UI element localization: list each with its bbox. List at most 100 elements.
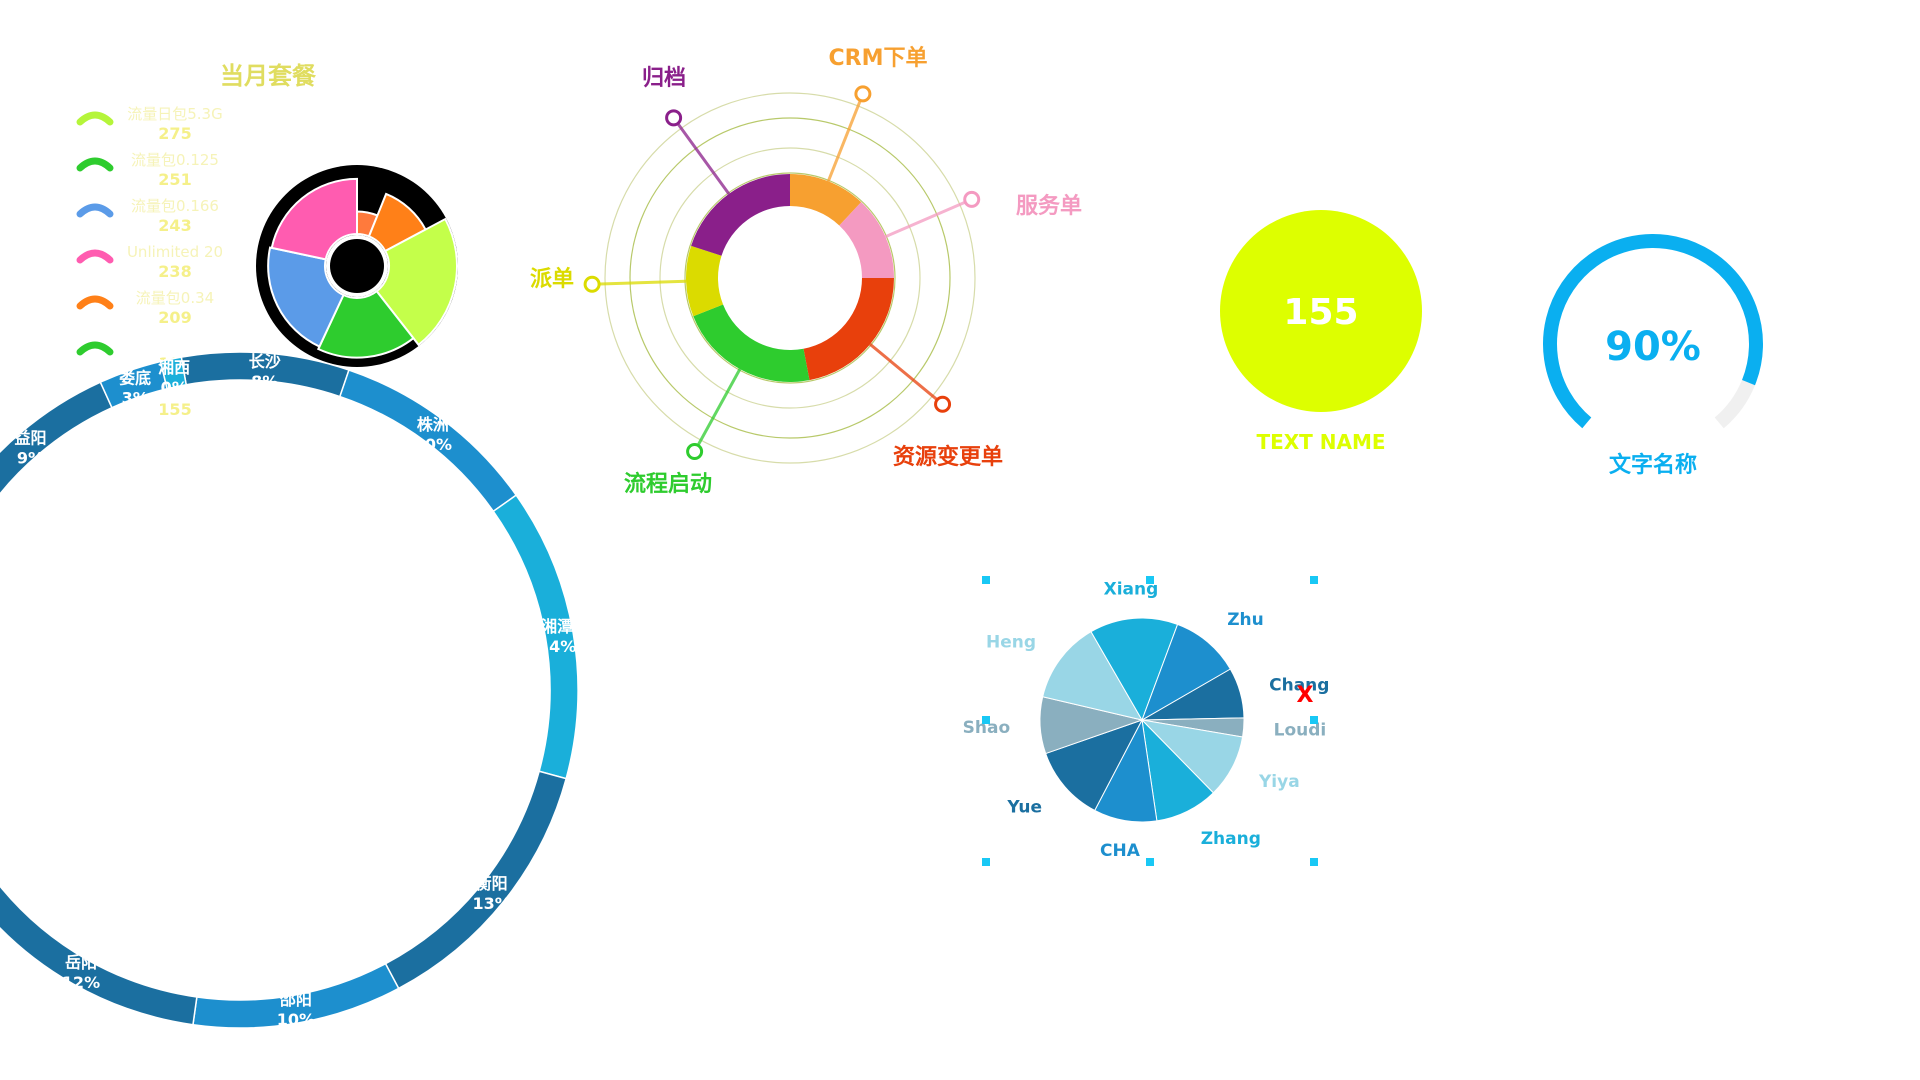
city-segment-label: 邵阳 <box>279 990 312 1009</box>
legend-item-value: 238 <box>158 262 191 281</box>
guide-ring <box>684 172 896 384</box>
leader-dot <box>686 443 704 461</box>
pie-slice <box>1141 623 1232 722</box>
pie-slice <box>1042 630 1144 721</box>
count-value: 155 <box>1283 292 1358 333</box>
leader-dot <box>854 85 872 103</box>
leader-line <box>672 116 731 195</box>
package-legend: 流量日包5.3G275流量包0.125251流量包0.166243Unlimit… <box>76 105 223 419</box>
resize-handle[interactable] <box>1146 576 1154 584</box>
guide-ring <box>604 92 976 464</box>
work-order-segment <box>790 174 862 226</box>
city-segment-label: 益阳 <box>14 429 46 448</box>
legend-item-name: 流量包0.34 <box>136 289 214 307</box>
work-order-label: CRM下单 <box>829 46 928 71</box>
legend-swatch <box>76 157 114 172</box>
legend-swatch <box>76 203 114 218</box>
pie-slice-label: Shao <box>963 718 1011 738</box>
pie-slice <box>1045 719 1144 812</box>
city-segment-percent: 14% <box>538 637 576 656</box>
work-order-segment <box>686 245 724 317</box>
selection-handles[interactable] <box>982 576 1318 866</box>
city-segment-percent: 12% <box>62 973 100 992</box>
city-segment-percent: 10% <box>414 435 452 454</box>
work-order-label: 派单 <box>530 267 574 292</box>
package-chart: 当月套餐 流量日包5.3G275流量包0.125251流量包0.166243Un… <box>76 62 458 419</box>
city-segment-percent: 0% <box>161 378 188 397</box>
pie-slice-label: Zhu <box>1227 610 1264 630</box>
legend-swatch <box>76 341 114 356</box>
percent-gauge-chart: 90% 文字名称 <box>1543 234 1763 478</box>
rose-wedge <box>375 217 458 347</box>
leader-line <box>592 279 687 286</box>
gauge-track <box>1714 379 1755 429</box>
gauge-fill <box>1543 234 1763 429</box>
count-circle <box>1220 210 1422 412</box>
legend-item-name: 流量包0.166 <box>131 197 219 215</box>
leader-dot <box>963 190 981 208</box>
count-circle-chart: 155 TEXT NAME <box>1220 210 1422 454</box>
pie-slice-label: Xiang <box>1104 579 1159 599</box>
work-order-segment <box>803 278 894 381</box>
leader-line <box>693 368 742 453</box>
pie-slice-label: Yiya <box>1258 772 1300 792</box>
resize-handle[interactable] <box>1310 858 1318 866</box>
legend-item-value: 209 <box>158 308 191 327</box>
city-segment-label: 岳阳 <box>65 953 97 972</box>
work-order-segment <box>691 174 790 256</box>
resize-handle[interactable] <box>1146 858 1154 866</box>
gauge-value: 90% <box>1605 324 1701 370</box>
legend-item-name: 流量日包5.3G <box>127 105 222 123</box>
pie-slice-label: CHA <box>1100 841 1141 861</box>
count-label: TEXT NAME <box>1256 430 1385 454</box>
work-order-label: 归档 <box>642 66 686 91</box>
resize-handle[interactable] <box>1310 576 1318 584</box>
city-ring-chart: 长沙8%株洲10%湘潭14%衡阳13%邵阳10%岳阳12%益阳9%娄底3%湘西0… <box>0 351 579 1029</box>
pie-slice-label: Yue <box>1006 797 1042 817</box>
legend-swatch <box>76 249 114 264</box>
leader-dot <box>934 395 952 413</box>
guide-ring <box>659 147 921 409</box>
leader-dot <box>665 109 683 127</box>
legend-item-value: 155 <box>158 400 191 419</box>
package-rose <box>256 165 458 367</box>
city-ring-segment <box>0 884 198 1026</box>
city-segment-percent: 9% <box>17 449 44 468</box>
city-segment-label: 湘潭 <box>541 617 573 636</box>
city-segment-label: 长沙 <box>249 352 281 371</box>
work-order-label: 资源变更单 <box>893 444 1003 470</box>
resize-handle[interactable] <box>982 858 990 866</box>
resize-handle[interactable] <box>982 716 990 724</box>
leader-line <box>884 197 973 239</box>
resize-handle[interactable] <box>1310 716 1318 724</box>
pie-slice <box>1090 617 1179 722</box>
work-order-label: 服务单 <box>1016 194 1082 219</box>
leader-dot <box>583 275 601 293</box>
leader-line <box>826 93 865 182</box>
legend-swatch <box>76 111 114 126</box>
city-segment-percent: 13% <box>473 894 511 913</box>
gauge-label: 文字名称 <box>1609 452 1697 478</box>
work-order-segment <box>693 304 810 383</box>
resize-handle[interactable] <box>982 576 990 584</box>
package-title: 当月套餐 <box>220 62 317 90</box>
leader-line <box>869 343 944 406</box>
legend-item-name: Unlimited 20 <box>127 243 223 261</box>
pie-slice-label: Chang <box>1269 676 1329 696</box>
city-segment-percent: 8% <box>251 372 278 391</box>
pie-slice-label: Heng <box>986 632 1036 652</box>
legend-item-value: 275 <box>158 124 191 143</box>
city-ring-segment <box>159 356 188 390</box>
work-order-segment <box>839 202 894 278</box>
city-segment-label: 衡阳 <box>476 874 508 893</box>
rose-wedge <box>270 177 358 261</box>
city-segment-label: 湘西 <box>158 358 190 377</box>
guide-ring <box>629 117 951 439</box>
close-icon[interactable]: X <box>1297 683 1314 708</box>
legend-item-name: 流量包0.125 <box>131 151 219 169</box>
city-segment-label: 株洲 <box>417 415 449 434</box>
legend-item-value: 251 <box>158 170 191 189</box>
